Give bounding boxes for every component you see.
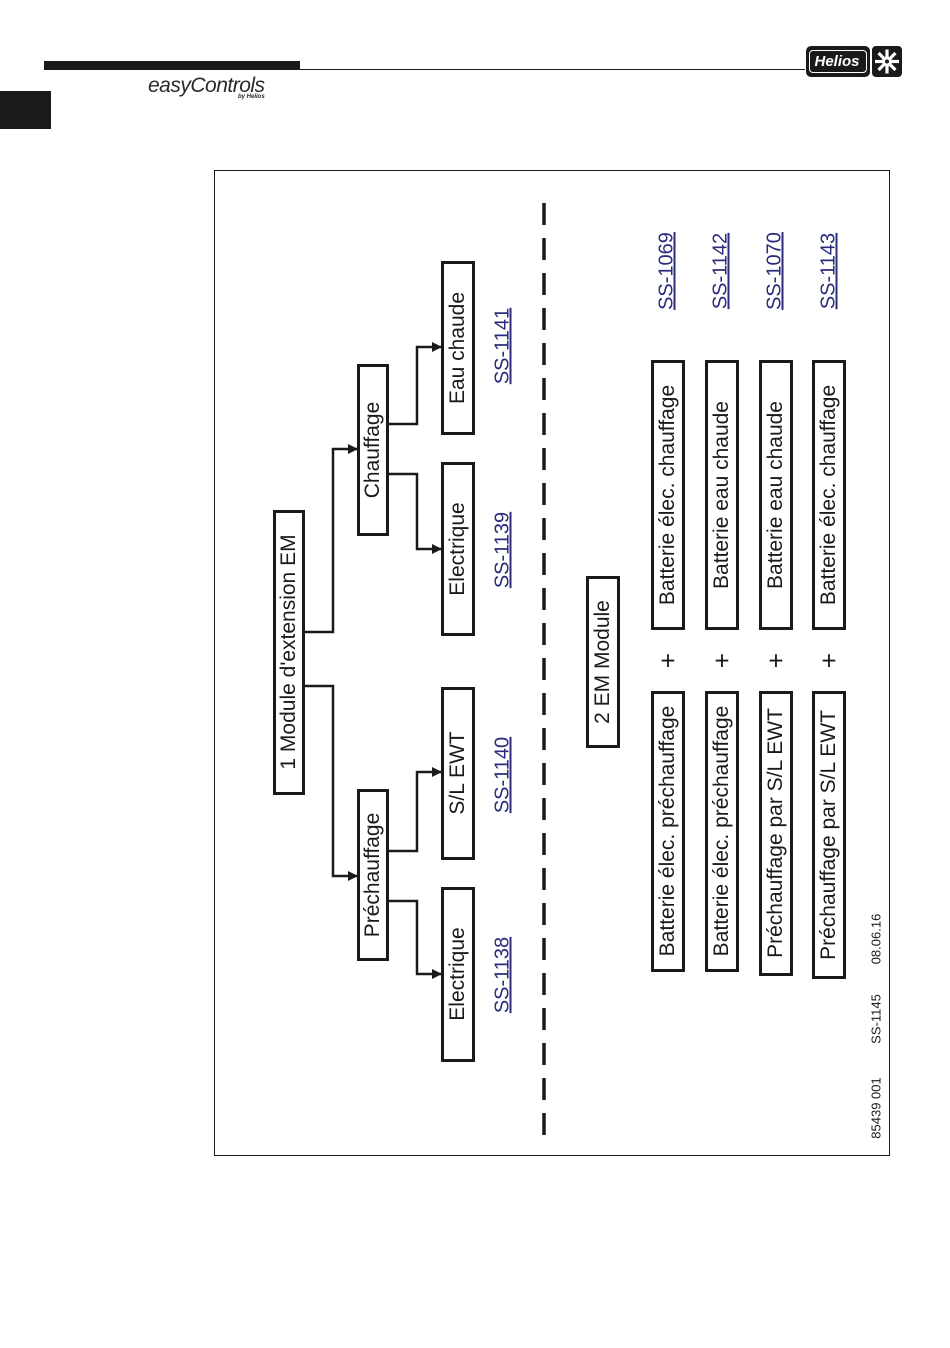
prechauffage-slewt-label: S/L EWT xyxy=(446,731,469,815)
combo1-second-box xyxy=(651,360,685,630)
chauffage-box xyxy=(357,364,389,536)
root-label: 1 Module d'extension EM xyxy=(277,534,300,770)
combo3-first-label: Préchauffage par S/L EWT xyxy=(764,708,787,958)
connector-root-chauffage xyxy=(305,444,358,634)
logo-text: Helios xyxy=(814,53,860,70)
combo1-first-label: Batterie élec. préchauffage xyxy=(656,705,679,957)
ref-link-ss1070[interactable]: SS-1070 xyxy=(763,232,786,310)
figure-date: 08.06.16 xyxy=(868,913,884,965)
combo3-first-box xyxy=(759,691,793,976)
combo1-plus: + xyxy=(660,645,676,676)
em-module-box xyxy=(586,576,620,748)
root-box xyxy=(273,510,305,795)
figure-ref: SS-1145 xyxy=(868,994,884,1044)
header-rule-thin xyxy=(300,69,805,70)
prechauffage-electrique-box xyxy=(441,887,475,1062)
combo2-first-label: Batterie élec. préchauffage xyxy=(710,705,733,957)
combo4-second-label: Batterie élec. chauffage xyxy=(817,384,840,606)
connector-root-prechauffage xyxy=(305,684,358,881)
prechauffage-box xyxy=(357,789,389,961)
combo4-plus: + xyxy=(821,645,837,676)
ref-link-ss1069[interactable]: SS-1069 xyxy=(655,232,678,310)
prechauffage-slewt-box xyxy=(441,687,475,860)
combo2-first-box xyxy=(705,691,739,972)
chauffage-eauchaude-label: Eau chaude xyxy=(446,291,469,405)
ref-link-ss1139[interactable]: SS-1139 xyxy=(491,511,514,589)
connector-prechauffage-slewt xyxy=(389,767,442,853)
combo4-first-box xyxy=(812,691,846,979)
em-module-label: 2 EM Module xyxy=(591,600,614,724)
doc-number: 85439 001 xyxy=(868,1077,884,1139)
chapter-tab xyxy=(0,91,51,129)
connector-lines xyxy=(305,203,546,1146)
diagram-frame: 1 Module d'extension EM Préchauffage Cha… xyxy=(214,170,890,1156)
prechauffage-electrique-label: Electrique xyxy=(446,927,469,1021)
brand-sub: by Helios xyxy=(238,94,265,100)
combo1-first-box xyxy=(651,691,685,972)
chauffage-eauchaude-box xyxy=(441,261,475,435)
chauffage-label: Chauffage xyxy=(361,401,384,499)
helios-logo: Helios xyxy=(806,46,902,77)
combo4-second-box xyxy=(812,360,846,630)
combo2-plus: + xyxy=(714,645,730,676)
gear-icon xyxy=(872,46,902,77)
header-rule-thick xyxy=(44,61,300,70)
combo4-first-label: Préchauffage par S/L EWT xyxy=(817,710,840,960)
chauffage-electrique-label: Electrique xyxy=(446,502,469,596)
combo3-second-label: Batterie eau chaude xyxy=(764,401,787,589)
prechauffage-label: Préchauffage xyxy=(361,812,384,938)
logo-box: Helios xyxy=(806,46,870,77)
ref-link-ss1142[interactable]: SS-1142 xyxy=(709,232,732,310)
ref-link-ss1143[interactable]: SS-1143 xyxy=(817,232,840,310)
logo-border xyxy=(809,50,867,73)
brand-name: easyControls xyxy=(148,74,265,97)
chauffage-electrique-box xyxy=(441,462,475,636)
ref-link-ss1141[interactable]: SS-1141 xyxy=(491,307,514,385)
ref-link-ss1140[interactable]: SS-1140 xyxy=(491,736,514,814)
combo3-second-box xyxy=(759,360,793,630)
combo2-second-box xyxy=(705,360,739,630)
connector-chauffage-eauchaude xyxy=(389,342,442,426)
combo2-second-label: Batterie eau chaude xyxy=(710,401,733,589)
combo1-second-label: Batterie élec. chauffage xyxy=(656,384,679,606)
connector-prechauffage-electrique xyxy=(389,899,442,979)
connector-chauffage-electrique xyxy=(389,472,442,554)
combo3-plus: + xyxy=(768,645,784,676)
ref-link-ss1138[interactable]: SS-1138 xyxy=(491,936,514,1014)
